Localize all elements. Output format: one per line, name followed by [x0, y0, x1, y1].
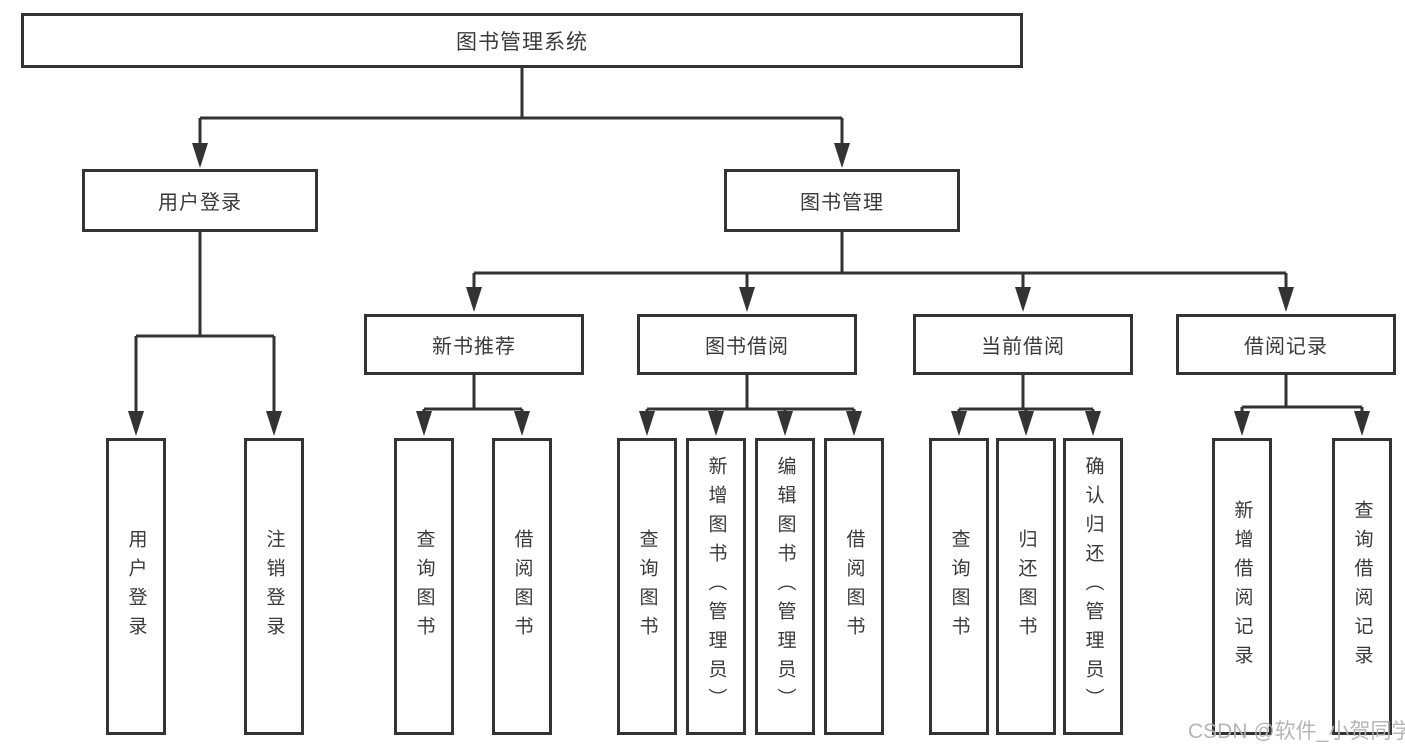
arrow-down-icon	[1085, 411, 1101, 436]
arrow-down-icon	[639, 411, 655, 436]
arrow-down-icon	[777, 411, 793, 436]
leaf-confirm-return-admin: 确认归还（管理员）	[1063, 438, 1123, 735]
node-label: 查询图书	[948, 528, 970, 645]
node-label: 借阅图书	[511, 528, 533, 645]
node-label: 新书推荐	[432, 336, 516, 358]
leaf-recommend-borrow-books: 借阅图书	[492, 438, 552, 735]
node-new-book-recommend: 新书推荐	[364, 314, 584, 375]
leaf-borrow-query-books: 查询图书	[617, 438, 677, 735]
node-label: 用户登录	[125, 528, 147, 645]
leaf-current-query-books: 查询图书	[929, 438, 989, 735]
node-label: 查询图书	[636, 528, 658, 645]
node-borrow-record: 借阅记录	[1176, 314, 1396, 375]
leaf-recommend-query-books: 查询图书	[394, 438, 454, 735]
csdn-watermark: CSDN @软件_小贺同学	[1188, 720, 1405, 743]
arrow-down-icon	[846, 411, 862, 436]
node-label: 用户登录	[158, 192, 242, 214]
arrow-down-icon	[128, 411, 144, 436]
tree-branch-lines	[134, 68, 1364, 418]
arrow-down-icon	[266, 411, 282, 436]
node-label: 新增借阅记录	[1231, 499, 1253, 674]
node-label: 当前借阅	[981, 336, 1065, 358]
leaf-return-books: 归还图书	[996, 438, 1056, 735]
arrowheads	[128, 143, 1370, 436]
node-label: 图书借阅	[705, 336, 789, 358]
leaf-add-books-admin: 新增图书（管理员）	[686, 438, 746, 735]
arrow-down-icon	[1234, 411, 1250, 436]
node-label: 归还图书	[1015, 528, 1037, 645]
node-label: 注销登录	[263, 528, 285, 645]
arrow-down-icon	[1278, 287, 1294, 312]
node-label: 借阅记录	[1244, 336, 1328, 358]
arrow-down-icon	[708, 411, 724, 436]
node-book-management: 图书管理	[724, 169, 960, 232]
arrow-down-icon	[466, 287, 482, 312]
leaf-query-borrow-record: 查询借阅记录	[1332, 438, 1392, 735]
node-label: 确认归还（管理员）	[1082, 456, 1104, 717]
arrow-down-icon	[1018, 411, 1034, 436]
arrow-down-icon	[514, 411, 530, 436]
arrow-down-icon	[192, 143, 208, 168]
node-label: 查询借阅记录	[1351, 499, 1373, 674]
node-user-login: 用户登录	[82, 169, 318, 232]
node-label: 编辑图书（管理员）	[774, 456, 796, 717]
leaf-edit-books-admin: 编辑图书（管理员）	[755, 438, 815, 735]
node-label: 新增图书（管理员）	[705, 456, 727, 717]
node-label: 借阅图书	[843, 528, 865, 645]
arrow-down-icon	[1015, 287, 1031, 312]
leaf-add-borrow-record: 新增借阅记录	[1212, 438, 1272, 735]
leaf-logout: 注销登录	[244, 438, 304, 735]
leaf-user-login: 用户登录	[106, 438, 166, 735]
node-system-root: 图书管理系统	[21, 13, 1023, 68]
arrow-down-icon	[951, 411, 967, 436]
node-book-borrow: 图书借阅	[637, 314, 857, 375]
arrow-down-icon	[416, 411, 432, 436]
arrow-down-icon	[1354, 411, 1370, 436]
arrow-down-icon	[834, 143, 850, 168]
node-label: 图书管理	[800, 192, 884, 214]
arrow-down-icon	[739, 287, 755, 312]
node-label: 查询图书	[413, 528, 435, 645]
node-label: 图书管理系统	[456, 30, 588, 54]
node-current-borrow: 当前借阅	[913, 314, 1133, 375]
leaf-borrow-books: 借阅图书	[824, 438, 884, 735]
